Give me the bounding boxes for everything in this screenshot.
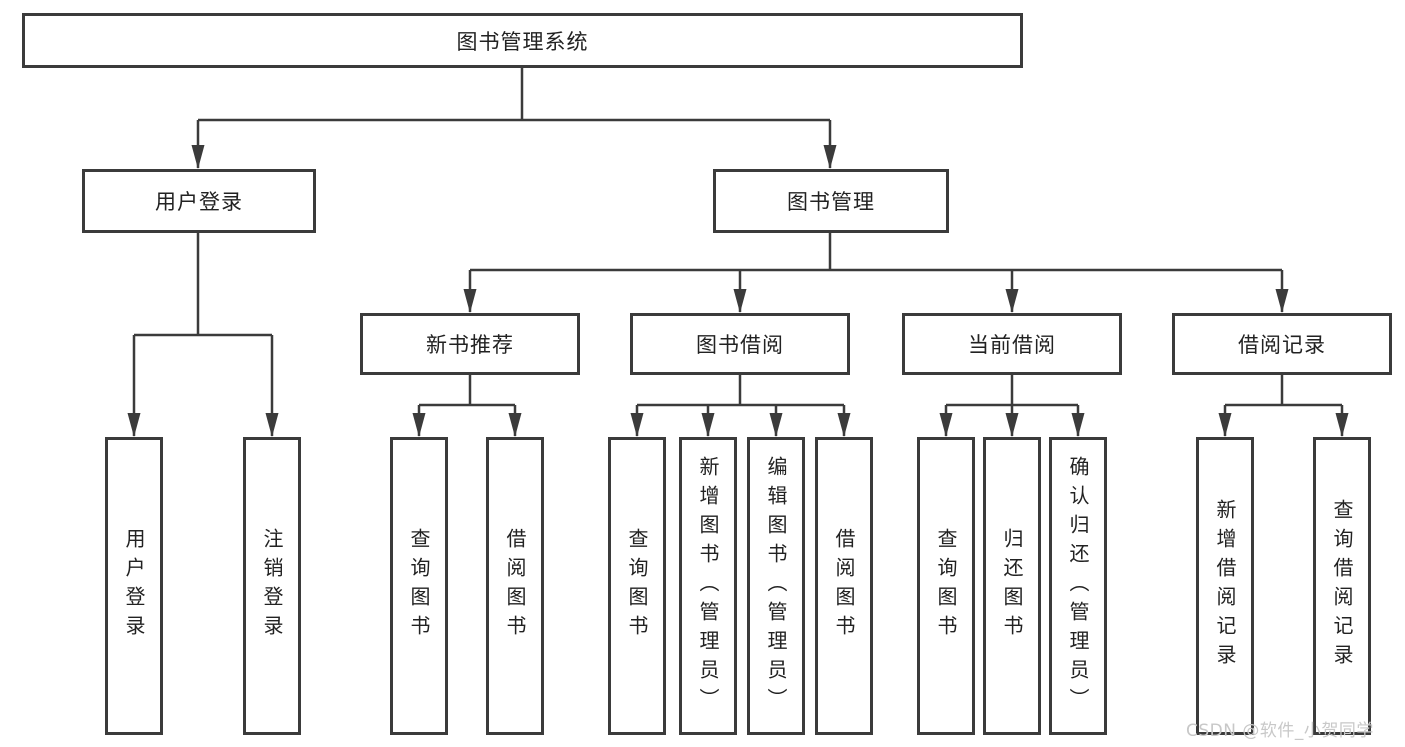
edge-userlogin-to-leaves bbox=[132, 232, 274, 436]
leaf-query-books-borrow-label: 查询图书 bbox=[625, 528, 649, 644]
leaf-confirm-return-admin-label: 确认归还（管理员） bbox=[1066, 455, 1090, 717]
leaf-logout: 注销登录 bbox=[243, 437, 301, 735]
leaf-user-login: 用户登录 bbox=[105, 437, 163, 735]
leaf-edit-book-admin: 编辑图书（管理员） bbox=[747, 437, 805, 735]
leaf-confirm-return-admin: 确认归还（管理员） bbox=[1049, 437, 1107, 735]
leaf-return-book-label: 归还图书 bbox=[1000, 528, 1024, 644]
leaf-borrow-books-label: 借阅图书 bbox=[832, 528, 856, 644]
leaf-query-books-current: 查询图书 bbox=[917, 437, 975, 735]
arrowhead-icons bbox=[127, 145, 1349, 437]
leaf-query-books-recommend-label: 查询图书 bbox=[407, 528, 431, 644]
leaf-borrow-books-recommend: 借阅图书 bbox=[486, 437, 544, 735]
node-user-login: 用户登录 bbox=[82, 169, 316, 233]
leaf-add-book-admin-label: 新增图书（管理员） bbox=[696, 455, 720, 717]
leaf-edit-book-admin-label: 编辑图书（管理员） bbox=[764, 455, 788, 717]
node-current-borrow: 当前借阅 bbox=[902, 313, 1122, 375]
leaf-query-books-recommend: 查询图书 bbox=[390, 437, 448, 735]
leaf-add-borrow-record: 新增借阅记录 bbox=[1196, 437, 1254, 735]
leaf-borrow-books-recommend-label: 借阅图书 bbox=[503, 528, 527, 644]
leaf-return-book: 归还图书 bbox=[983, 437, 1041, 735]
edge-root-to-level2 bbox=[196, 67, 832, 168]
edge-newbook-to-leaves bbox=[417, 375, 517, 436]
leaf-logout-label: 注销登录 bbox=[260, 528, 284, 644]
leaf-user-login-label: 用户登录 bbox=[122, 528, 146, 644]
node-new-book-recommend: 新书推荐 bbox=[360, 313, 580, 375]
leaf-query-books-borrow: 查询图书 bbox=[608, 437, 666, 735]
node-borrow-records: 借阅记录 bbox=[1172, 313, 1392, 375]
node-root-library-system: 图书管理系统 bbox=[22, 13, 1023, 68]
edge-bookborrow-to-leaves bbox=[635, 375, 846, 436]
leaf-query-borrow-record-label: 查询借阅记录 bbox=[1330, 499, 1354, 673]
csdn-watermark: CSDN @软件_小贺同学 bbox=[1186, 721, 1374, 741]
node-book-borrow: 图书借阅 bbox=[630, 313, 850, 375]
leaf-query-borrow-record: 查询借阅记录 bbox=[1313, 437, 1371, 735]
node-book-management: 图书管理 bbox=[713, 169, 949, 233]
leaf-add-book-admin: 新增图书（管理员） bbox=[679, 437, 737, 735]
leaf-borrow-books: 借阅图书 bbox=[815, 437, 873, 735]
edge-bookmgmt-to-level3 bbox=[468, 232, 1284, 312]
edge-records-to-leaves bbox=[1223, 375, 1344, 436]
leaf-query-books-current-label: 查询图书 bbox=[934, 528, 958, 644]
leaf-add-borrow-record-label: 新增借阅记录 bbox=[1213, 499, 1237, 673]
